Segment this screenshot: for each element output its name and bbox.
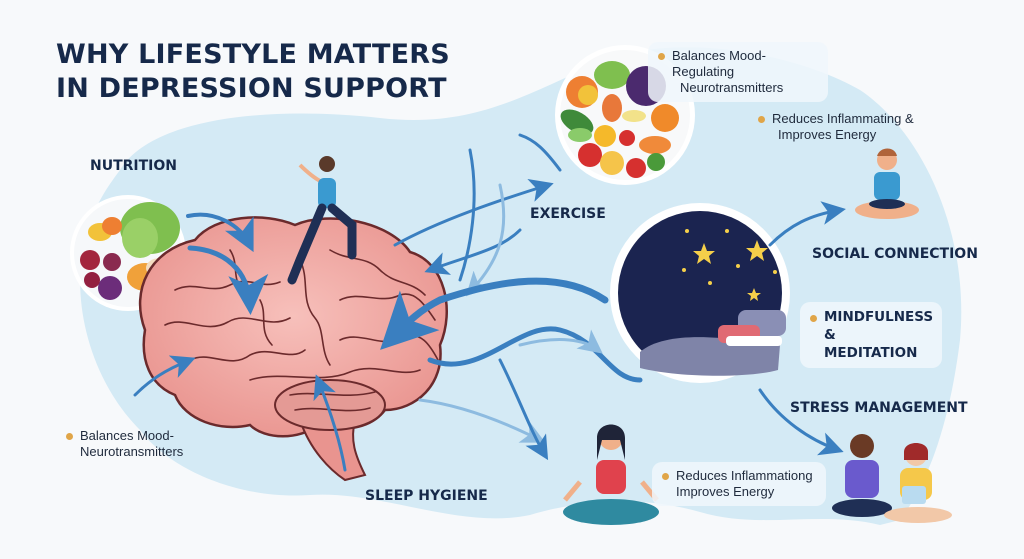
bullet-reduces-inflammation-bottom: Reduces Inflammationg Improves Energy: [652, 462, 826, 506]
bullet-dot: [810, 315, 817, 322]
mindfulness-line-2: MEDITATION: [824, 345, 918, 361]
bullet-balances-mood-top: Balances Mood-Regulating Neurotransmitte…: [648, 42, 828, 102]
bullet-text-line-1: Reduces Inflammationg: [676, 468, 813, 483]
bullet-dot: [662, 473, 669, 480]
title-line-1: WHY LIFESTYLE MATTERS: [56, 39, 450, 70]
bullet-dot: [658, 53, 665, 60]
two-friends-talking-icon: [832, 434, 952, 523]
bullet-balances-mood-bottom: Balances Mood- Neurotransmitters: [56, 422, 236, 466]
connection-arrows: [133, 133, 846, 472]
heading-stress-management: STRESS MANAGEMENT: [790, 400, 968, 416]
heading-sleep-hygiene: SLEEP HYGIENE: [365, 488, 488, 504]
bullet-text-line-1: Reduces Inflammating &: [772, 111, 914, 126]
exercising-woman-icon: [287, 156, 357, 285]
bullet-text-line-2: Neurotransmitters: [680, 80, 784, 95]
card-mindfulness-meditation: MINDFULNESS & MEDITATION: [800, 302, 942, 368]
heading-social-connection: SOCIAL CONNECTION: [812, 246, 978, 262]
title-line-2: IN DEPRESSION SUPPORT: [56, 73, 447, 104]
bullet-text-line-2: Improves Energy: [676, 484, 775, 499]
bullet-reduces-inflammation-top: Reduces Inflammating & Improves Energy: [748, 105, 948, 149]
heading-nutrition: NUTRITION: [90, 158, 178, 174]
bullet-dot: [66, 433, 73, 440]
bullet-text-line-2: Improves Energy: [778, 127, 877, 142]
meditating-woman-icon: [563, 424, 659, 525]
bullet-text-line-1: Balances Mood-Regulating: [672, 48, 766, 79]
bullet-dot: [758, 116, 765, 123]
page-title: WHY LIFESTYLE MATTERS IN DEPRESSION SUPP…: [56, 38, 516, 106]
brain-icon: [138, 216, 448, 482]
meditating-boy-icon: [855, 148, 919, 219]
bullet-text-line-2: Neurotransmitters: [80, 444, 184, 459]
mindfulness-line-1: MINDFULNESS &: [824, 309, 934, 343]
moon-bed-night-icon: [610, 203, 790, 383]
heading-exercise: EXERCISE: [530, 206, 606, 222]
bullet-text-line-1: Balances Mood-: [80, 428, 174, 443]
